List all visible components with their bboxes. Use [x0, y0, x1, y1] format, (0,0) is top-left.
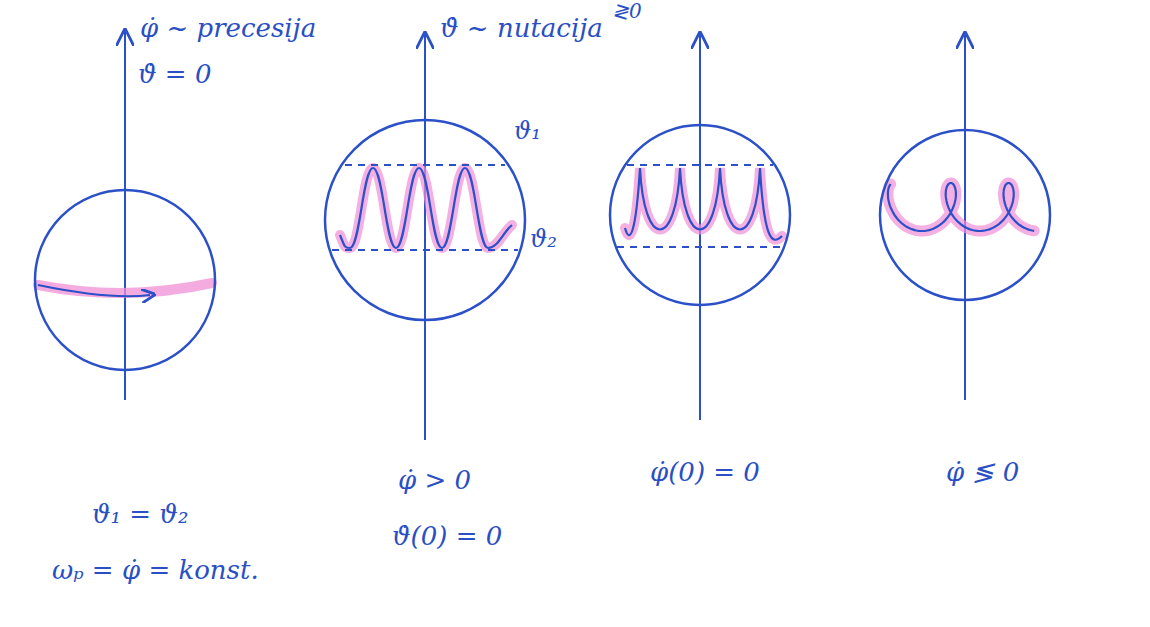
math-label: φ̇ ≶ 0 [946, 458, 1019, 488]
sphere-precession [35, 32, 215, 400]
sphere-nutation-cusps [610, 35, 790, 420]
math-label: ωₚ = φ̇ = konst. [52, 556, 259, 586]
math-label: φ̇(0) = 0 [650, 458, 760, 488]
sphere-nutation-loops [880, 35, 1050, 400]
sphere-nutation-wave [325, 35, 525, 440]
math-label: φ̇ ~ precesija [140, 14, 316, 44]
math-label: ≷0 [612, 0, 642, 23]
math-label: ϑ̇(0) = 0 [392, 522, 502, 552]
math-label: φ̇ > 0 [398, 466, 471, 496]
math-label: ϑ̇ = 0 [138, 60, 211, 90]
math-label: ϑ̇ ~ nutacija [440, 14, 603, 44]
math-label: ϑ₁ = ϑ₂ [92, 500, 188, 530]
math-label: ϑ₂ [530, 226, 557, 254]
math-label: ϑ₁ [514, 118, 541, 146]
